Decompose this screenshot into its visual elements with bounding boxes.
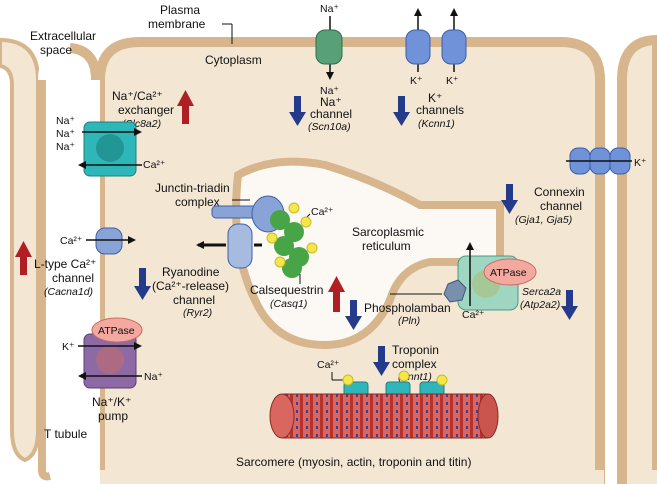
casq-unit-2 (284, 222, 304, 242)
plasma-membrane-label-line2: membrane (148, 17, 206, 31)
plasma-membrane-label-line1: Plasma (160, 3, 200, 17)
exchanger-label-line2: exchanger (118, 103, 174, 117)
casq-up-arrow (328, 276, 345, 312)
na-ca-exchanger: Na⁺/Ca²⁺ exchanger (Slc8a2) Na⁺ Na⁺ Na⁺ … (56, 89, 194, 177)
casq-unit-3 (274, 236, 294, 256)
cytoplasm-label: Cytoplasm (205, 53, 262, 67)
phospholamban-body (443, 279, 467, 303)
ryr-ca-label: Ca²⁺ (311, 206, 333, 218)
exch-na1-label: Na⁺ (56, 115, 75, 127)
sarcomere-label: Sarcomere (myosin, actin, troponin and t… (236, 455, 471, 469)
troponin-label-line2: complex (392, 357, 437, 371)
troponin-label-line1: Troponin (392, 343, 439, 357)
pump-atpase-label: ATPase (98, 325, 135, 337)
extracellular-label-line2: space (40, 43, 72, 57)
sarcomere-body (279, 393, 491, 439)
l-type-channel-body (95, 227, 123, 255)
serca-down-arrow (561, 290, 578, 320)
serca-label: Serca2a (522, 286, 561, 298)
pump-na-label: Na⁺ (144, 371, 163, 383)
sarcoplasmic-reticulum (232, 157, 504, 350)
ryr-label-line2: (Ca²⁺-release) (152, 279, 229, 293)
right-membrane (617, 34, 657, 484)
calsequestrin-gene: (Casq1) (270, 298, 307, 310)
exch-na2-label: Na⁺ (56, 128, 75, 140)
troponin-ca-label: Ca²⁺ (317, 359, 339, 371)
pump-label-line1: Na⁺/K⁺ (92, 395, 131, 409)
k-channels-gene: (Kcnn1) (418, 118, 455, 130)
k1-label: K⁺ (410, 75, 423, 87)
sr-label-line2: reticulum (362, 239, 411, 253)
na-channel: Na⁺ Na⁺ Na⁺ channel (Scn10a) (289, 3, 352, 133)
ryr-label-line3: channel (173, 293, 215, 307)
ltype-label-line2: channel (52, 271, 94, 285)
na-top-label: Na⁺ (320, 3, 339, 15)
connexin-gene: (Gja1, Gja5) (515, 214, 572, 226)
ltype-up-arrow (15, 241, 32, 275)
troponin-down-arrow (373, 346, 390, 376)
pump-atpase-badge (91, 317, 143, 343)
k-channels-down-arrow (393, 96, 410, 126)
na-channel-label-line2: channel (310, 107, 352, 121)
phospholamban-gene: (Pln) (398, 315, 420, 327)
sarcomere-fiber (269, 393, 499, 439)
sr-label-line1: Sarcoplasmic (352, 225, 424, 239)
na-channel-down-arrow (289, 96, 306, 126)
ttubule-label: T tubule (44, 427, 87, 441)
extracellular-label-line1: Extracellular (30, 29, 96, 43)
connexin-k-label: K⁺ (634, 157, 647, 169)
pump-k-label: K⁺ (62, 341, 75, 353)
ltype-ca-label: Ca²⁺ (60, 235, 82, 247)
l-type-ca-channel: Ca²⁺ L-type Ca²⁺ channel (Cacna1d) (15, 227, 136, 298)
casq-unit-1 (270, 210, 290, 230)
junctin-label-line2: complex (175, 195, 220, 209)
na-bottom-label: Na⁺ (320, 85, 339, 97)
calsequestrin-label: Calsequestrin (250, 283, 323, 297)
k-channel-2-body (441, 29, 467, 65)
ryanodine-receptor-body (227, 223, 253, 269)
na-channel-label-line1: Na⁺ (320, 95, 342, 109)
casq-unit-5 (282, 258, 302, 278)
ltype-gene: (Cacna1d) (44, 286, 93, 298)
serca-atpase-badge (483, 258, 537, 286)
k-channel-1-body (405, 29, 431, 65)
k2-label: K⁺ (446, 75, 459, 87)
pump-label-line2: pump (98, 409, 128, 423)
serca-ca-label: Ca²⁺ (462, 309, 484, 321)
troponin-complex: Ca²⁺ Troponin complex (Tnnt1) (317, 343, 448, 397)
connexin-down-arrow (501, 184, 518, 214)
sarcomere-left-cap (269, 393, 295, 439)
ltype-label-line1: L-type Ca²⁺ (34, 257, 96, 271)
sarcomere-right-cap (477, 393, 499, 439)
na-channel-body (315, 29, 343, 65)
connexin-channel: K⁺ Connexin channel (Gja1, Gja5) (501, 147, 647, 226)
exch-ca-label: Ca²⁺ (143, 159, 165, 171)
connexin-label-line2: channel (540, 199, 582, 213)
ryr-down-arrow (134, 268, 151, 300)
serca-gene: (Atp2a2) (520, 299, 560, 311)
ryr-complex: Junctin-triadin complex Ca²⁺ (155, 181, 333, 278)
exchanger-up-arrow (177, 90, 194, 124)
na-k-pump: ATPase K⁺ Na⁺ Na⁺/K⁺ pump (62, 317, 163, 423)
k-channels-label-line1: K⁺ (428, 91, 442, 105)
junctin-label-line1: Junctin-triadin (155, 181, 230, 195)
serca-atpase-label: ATPase (490, 267, 527, 279)
exch-na3-label: Na⁺ (56, 141, 75, 153)
exchanger-label-line1: Na⁺/Ca²⁺ (112, 89, 163, 103)
pln-down-arrow (345, 300, 362, 330)
serca-pump: ATPase Ca²⁺ Phospholamban (Pln) Serca2a … (345, 242, 578, 330)
ryr-label-line1: Ryanodine (162, 265, 220, 279)
k-channels-label-line2: channels (416, 103, 464, 117)
na-channel-gene: (Scn10a) (308, 121, 351, 133)
phospholamban-label: Phospholamban (364, 301, 451, 315)
k-channels: K⁺ K⁺ K⁺ channels (Kcnn1) (393, 8, 467, 130)
ryr-gene: (Ryr2) (183, 307, 212, 319)
connexin-label-line1: Connexin (534, 185, 585, 199)
